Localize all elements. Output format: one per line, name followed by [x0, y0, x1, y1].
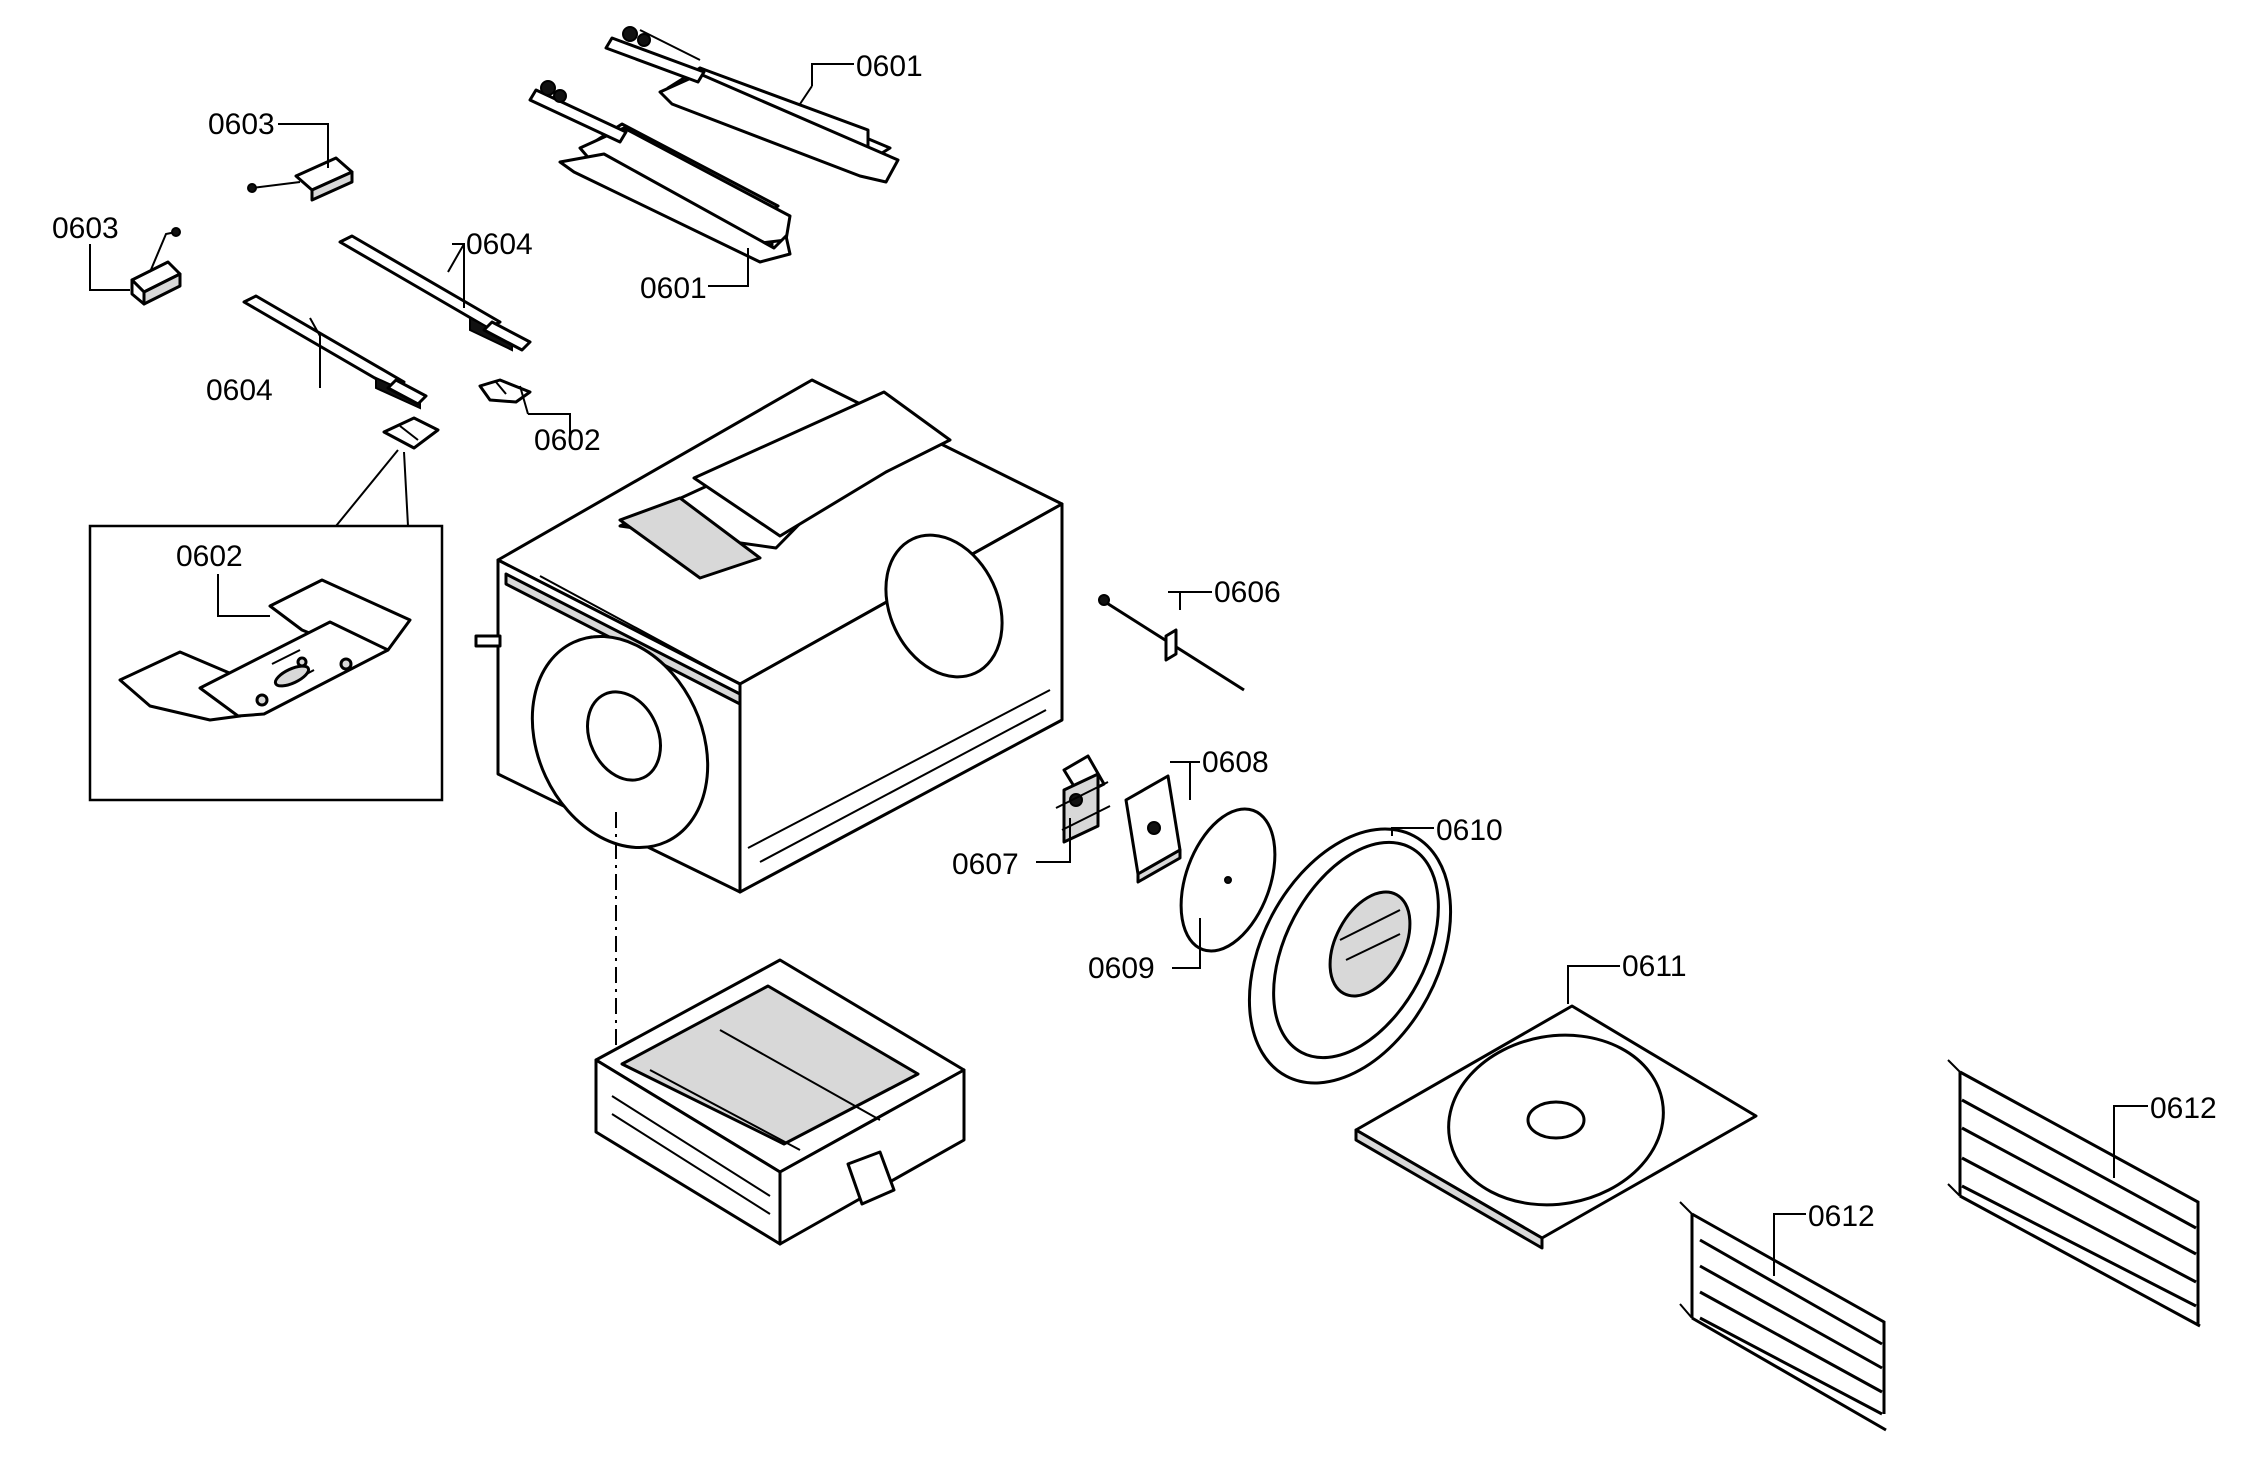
rack-support-right[interactable] — [1947, 1059, 2201, 1328]
bracket-small-right[interactable] — [478, 378, 532, 404]
callout-0612-left: 0612 — [1808, 1200, 1875, 1233]
fan-gasket[interactable] — [1163, 796, 1293, 964]
callout-0603-lower: 0603 — [52, 212, 119, 245]
callout-0611: 0611 — [1622, 950, 1687, 983]
fan-mounting-plate[interactable] — [1124, 774, 1182, 884]
callout-0602-small: 0602 — [534, 424, 601, 457]
sensor-upper[interactable] — [247, 156, 354, 202]
callout-0602-detail: 0602 — [176, 540, 243, 573]
callout-0604-upper: 0604 — [466, 228, 533, 261]
wire-harness-upper[interactable] — [338, 234, 532, 352]
leader-lines — [89, 63, 2148, 1276]
callout-0607: 0607 — [952, 848, 1019, 881]
sensor-lower[interactable] — [130, 227, 182, 306]
callout-0603-upper: 0603 — [208, 108, 275, 141]
heating-element-lower[interactable] — [528, 80, 792, 264]
bracket-small-left[interactable] — [382, 416, 440, 450]
callout-0609: 0609 — [1088, 952, 1155, 985]
oven-cavity[interactable] — [474, 378, 1064, 894]
callout-0601-top: 0601 — [856, 50, 923, 83]
heating-element-upper[interactable] — [604, 26, 900, 184]
convection-fan-cover[interactable] — [1208, 795, 1491, 1118]
callout-0601-bottom: 0601 — [640, 272, 707, 305]
callout-0612-right: 0612 — [2150, 1092, 2217, 1125]
wire-harness-lower[interactable] — [242, 294, 428, 410]
callout-0608: 0608 — [1202, 746, 1269, 779]
rack-support-left[interactable] — [1679, 1201, 1887, 1432]
bottom-assembly[interactable] — [594, 958, 966, 1246]
back-panel[interactable] — [1354, 1004, 1758, 1250]
fan-motor[interactable] — [1055, 754, 1111, 844]
temperature-probe-rod[interactable] — [1098, 594, 1245, 692]
callout-0606: 0606 — [1214, 576, 1281, 609]
callout-0604-lower: 0604 — [206, 374, 273, 407]
detail-view-bracket — [88, 449, 444, 802]
callout-labels: 0601 0601 0603 0603 0604 0604 0602 0602 … — [52, 50, 2217, 1233]
callout-0610: 0610 — [1436, 814, 1503, 847]
